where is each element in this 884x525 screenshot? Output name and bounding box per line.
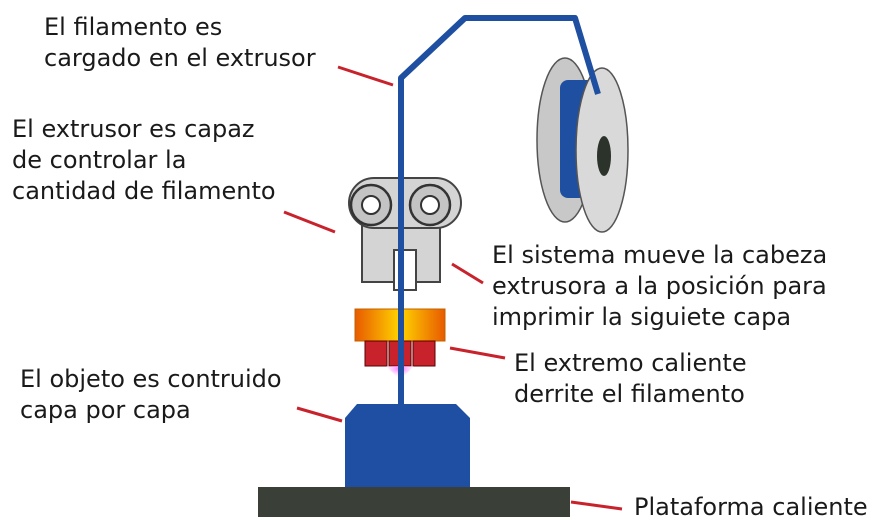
label-extruder-controls: El extrusor es capaz de controlar la can… [12,114,276,207]
label-line: El sistema mueve la cabeza [492,241,828,269]
label-line: El objeto es contruido [20,365,282,393]
label-line: extrusora a la posición para [492,272,827,300]
filament-strand [398,15,601,405]
label-line: imprimir la siguiete capa [492,303,792,331]
leader-extruder [283,210,336,234]
label-object-layers: El objeto es contruido capa por capa [20,364,282,426]
heat-nut-left [364,340,388,367]
leader-lines [283,65,623,511]
spool-hub-hole [597,136,611,176]
drive-gear-right-hole [420,195,440,215]
leader-system [451,262,484,285]
label-line: Plataforma caliente [634,493,868,521]
label-filament-loaded: El filamento es cargado en el extrusor [44,12,316,74]
printed-object [345,404,470,487]
hot-end [354,308,446,380]
label-system-moves: El sistema mueve la cabeza extrusora a l… [492,240,827,333]
label-line: cantidad de filamento [12,177,276,205]
heated-platform [258,487,570,517]
leader-hotend [449,346,506,360]
label-platform: Plataforma caliente [634,492,868,523]
label-line: derrite el filamento [514,380,745,408]
leader-filament [337,65,394,87]
filament-spool [536,57,629,233]
label-line: El extrusor es capaz [12,115,255,143]
extruder [348,177,462,291]
label-line: de controlar la [12,146,187,174]
label-line: El extremo caliente [514,349,747,377]
label-line: El filamento es [44,13,223,41]
label-line: cargado en el extrusor [44,44,316,72]
leader-platform [570,500,623,511]
drive-gear-left-hole [361,195,381,215]
label-line: capa por capa [20,396,191,424]
extruder-slot [393,249,417,291]
label-hot-end: El extremo caliente derrite el filamento [514,348,747,410]
heat-nut-right [412,340,436,367]
leader-object [296,406,343,423]
